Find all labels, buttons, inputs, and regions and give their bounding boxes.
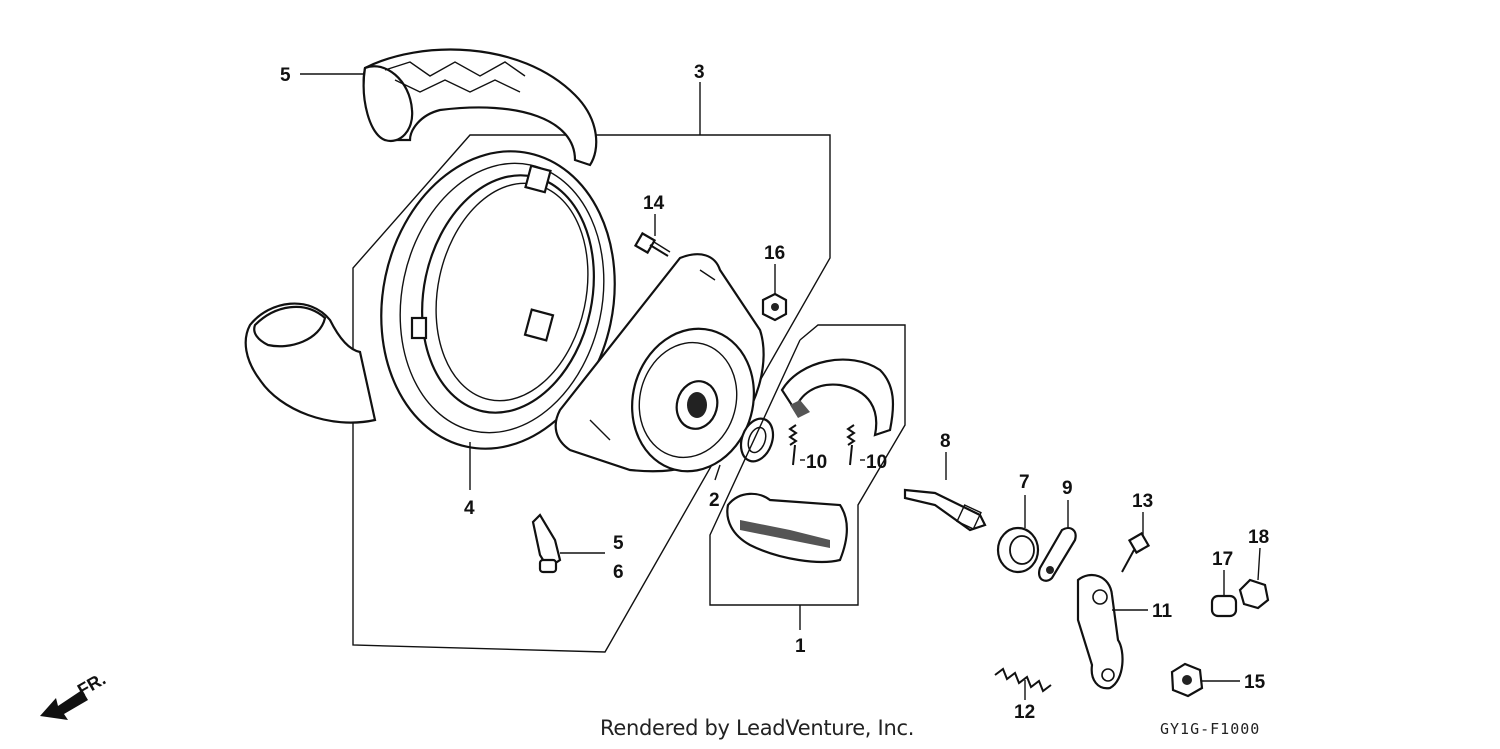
- spring-12-part: [994, 667, 1052, 693]
- callout-labels: 5 3 4 14 16 2 10 10 8 7 9 13 11 12 15 17…: [280, 62, 1269, 723]
- front-arrow-icon: [40, 690, 88, 720]
- callout-spring-12: 12: [1014, 702, 1035, 723]
- callout-bolt-13: 13: [1132, 491, 1153, 512]
- rim-part: [380, 150, 616, 450]
- bolt-14-part: [633, 231, 671, 257]
- nut-18-part: [1238, 578, 1270, 610]
- bolt-13-part: [1121, 531, 1151, 573]
- callout-wheel-assembly: 3: [694, 62, 705, 83]
- cam-8-part: [903, 488, 987, 532]
- springs-10-part: [788, 424, 856, 466]
- callout-cam-8: 8: [940, 431, 951, 452]
- callout-rim: 4: [464, 498, 475, 519]
- front-direction-indicator: FR.: [40, 669, 109, 720]
- callout-spring-10a: 10: [806, 452, 827, 473]
- seal-7-part: [996, 526, 1040, 574]
- callout-nut-16: 16: [764, 243, 785, 264]
- leader-lines: [300, 73, 1261, 700]
- cap-17-part: [1210, 594, 1238, 618]
- callout-brake-shoe-set: 1: [795, 636, 806, 657]
- callout-valve-6: 6: [613, 562, 624, 583]
- valve-part: [531, 513, 562, 574]
- diagram-code: GY1G-F1000: [1160, 720, 1261, 738]
- hub-drum-part: [554, 253, 765, 473]
- nut-15-part: [1170, 662, 1204, 698]
- callout-nut-18: 18: [1248, 527, 1269, 548]
- callout-spring-10b: 10: [866, 452, 887, 473]
- callout-seal-7: 7: [1019, 472, 1030, 493]
- callout-tire: 5: [280, 65, 291, 86]
- callout-cap-17: 17: [1212, 549, 1233, 570]
- callout-nut-15: 15: [1244, 672, 1266, 693]
- callout-indicator-9: 9: [1062, 478, 1073, 499]
- render-credit: Rendered by LeadVenture, Inc.: [600, 716, 915, 740]
- tire-part: [244, 48, 598, 424]
- brake-shoes-part: [726, 358, 895, 563]
- brake-shoe-bracket: [709, 324, 906, 630]
- wheel-assembly-bracket: [352, 82, 831, 653]
- indicator-9-part: [1038, 526, 1077, 582]
- callout-seal-2: 2: [709, 490, 720, 511]
- callout-arm-11: 11: [1152, 601, 1173, 622]
- nut-16-part: [761, 292, 788, 322]
- arm-11-part: [1076, 573, 1124, 690]
- callout-valve-5: 5: [613, 533, 624, 554]
- callout-bolt-14: 14: [643, 193, 665, 214]
